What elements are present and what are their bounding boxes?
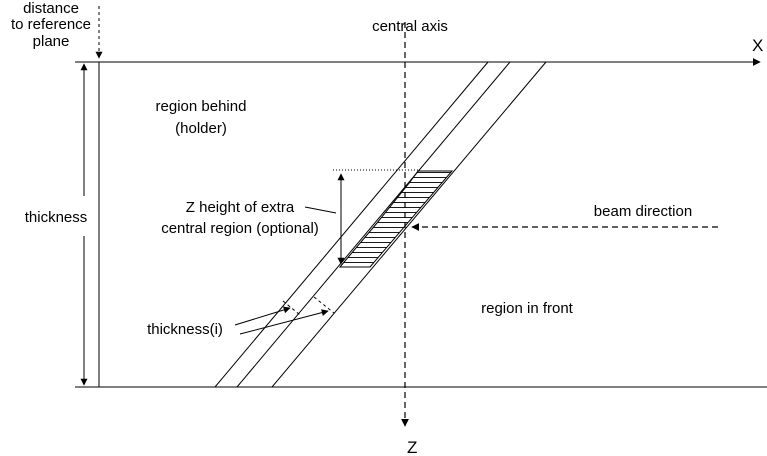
layer-line-2 — [236, 61, 511, 388]
central-region-hatch — [338, 170, 454, 268]
thickness-i-arrow-2 — [239, 309, 329, 335]
thickness-i-label: thickness(i) — [147, 321, 223, 338]
distance-label-line1: distance — [23, 0, 79, 17]
layer-line-1 — [214, 61, 489, 388]
z-height-label-line1: Z height of extra — [186, 199, 295, 216]
thickness-label: thickness — [25, 209, 88, 226]
z-axis-label: Z — [407, 438, 417, 456]
z-height-leader — [304, 206, 337, 214]
thickness-i-dash-2 — [313, 296, 335, 314]
beam-direction-label: beam direction — [594, 203, 692, 220]
central-axis-label: central axis — [372, 18, 448, 35]
region-behind-label-line1: region behind — [156, 98, 247, 115]
distance-label-line3: plane — [33, 33, 70, 50]
thickness-i-arrow-1 — [234, 306, 291, 326]
region-front-label: region in front — [481, 300, 574, 317]
distance-label-line2: to reference — [11, 16, 91, 33]
z-height-label-line2: central region (optional) — [161, 220, 319, 237]
thickness-i-dash-1 — [282, 300, 301, 316]
x-axis-label: X — [752, 36, 763, 55]
region-behind-label-line2: (holder) — [175, 120, 227, 137]
layer-line-3 — [271, 61, 547, 388]
